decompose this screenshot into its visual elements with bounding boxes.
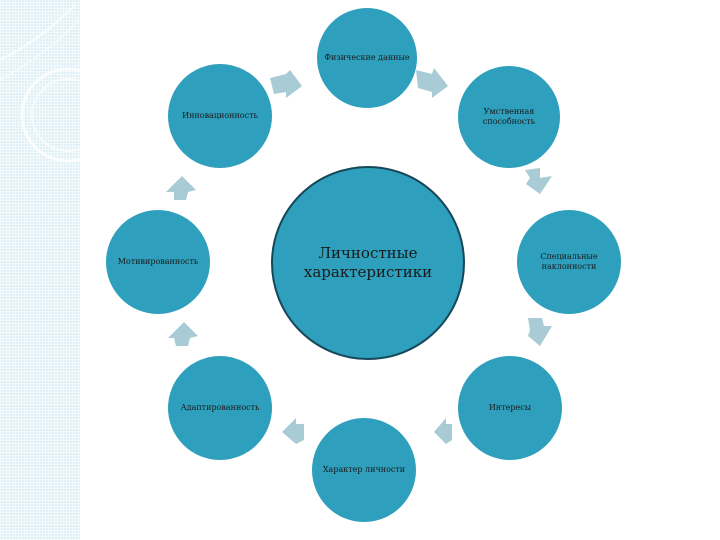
arrow-lower-left-to-left [168, 322, 198, 346]
center-node: Личностные характеристики [271, 166, 465, 360]
arrow-upper-right-to-right [525, 168, 552, 194]
arrow-left-to-upper-left [166, 176, 196, 200]
node-left: Мотивированность [106, 210, 210, 314]
arrow-bottom-to-lower-left [282, 418, 304, 444]
arrow-top-to-upper-right [416, 68, 448, 98]
node-label: Специальные наклонности [522, 252, 616, 272]
arrow-right-to-lower-right [528, 318, 552, 346]
arrow-lower-right-to-bottom [434, 418, 452, 444]
node-label: Физические данные [324, 53, 409, 63]
node-upper-right: Умственная способность [458, 66, 560, 168]
node-bottom: Характер личности [312, 418, 416, 522]
arrow-upper-left-to-top [270, 70, 302, 98]
node-label: Адаптированность [181, 403, 260, 413]
node-label: Мотивированность [118, 257, 199, 267]
node-upper-left: Инновационность [168, 64, 272, 168]
node-label: Характер личности [323, 465, 405, 475]
node-label: Умственная способность [463, 107, 555, 127]
node-top: Физические данные [317, 8, 417, 108]
node-label: Инновационность [182, 111, 258, 121]
node-right: Специальные наклонности [517, 210, 621, 314]
node-lower-right: Интересы [458, 356, 562, 460]
node-lower-left: Адаптированность [168, 356, 272, 460]
node-label: Интересы [489, 403, 531, 413]
center-label: Личностные характеристики [293, 244, 443, 282]
